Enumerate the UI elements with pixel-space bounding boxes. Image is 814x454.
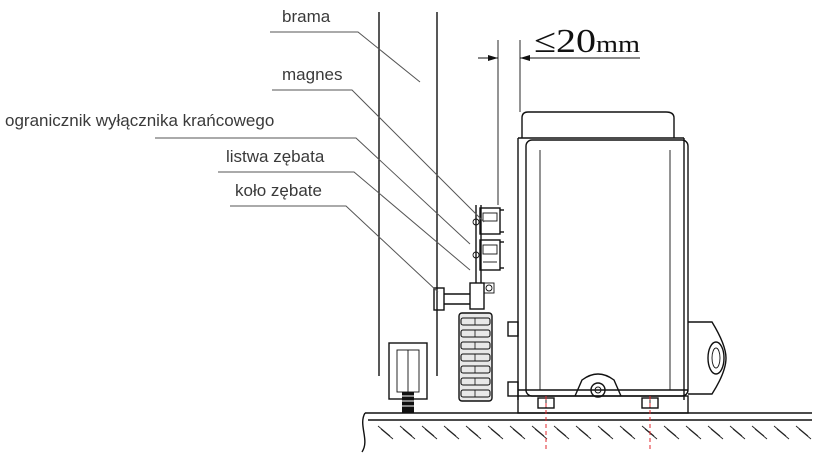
gate bbox=[378, 12, 438, 413]
svg-text:koło zębate: koło zębate bbox=[235, 181, 322, 200]
svg-text:brama: brama bbox=[282, 7, 331, 26]
svg-text:ogranicznik wyłącznika krańcow: ogranicznik wyłącznika krańcowego bbox=[5, 111, 274, 130]
gate-wheel bbox=[402, 392, 414, 413]
ground-slab bbox=[361, 412, 812, 453]
label-kolo: koło zębate bbox=[230, 181, 439, 293]
label-ogranicznik: ogranicznik wyłącznika krańcowego bbox=[5, 111, 471, 245]
limit-switch-stop bbox=[472, 239, 504, 271]
ground-hatching bbox=[377, 425, 812, 440]
svg-text:listwa zębata: listwa zębata bbox=[226, 147, 325, 166]
motor-body bbox=[507, 111, 727, 414]
label-listwa: listwa zębata bbox=[218, 147, 471, 271]
gear-wheel bbox=[458, 312, 493, 402]
magnet bbox=[472, 207, 504, 235]
rack-bracket bbox=[433, 205, 495, 311]
label-brama: brama bbox=[270, 7, 421, 83]
svg-text:magnes: magnes bbox=[282, 65, 342, 84]
label-magnes: magnes bbox=[272, 65, 485, 223]
